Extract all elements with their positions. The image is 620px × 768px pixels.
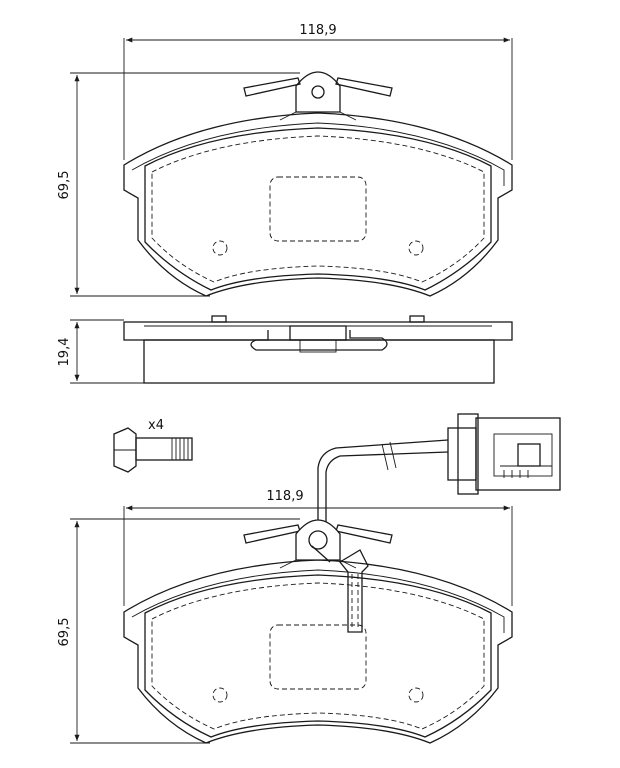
wear-sensor-connector	[317, 413, 561, 540]
top-right-hole	[408, 240, 424, 256]
side-clip-wire	[250, 330, 388, 351]
top-friction-material	[144, 127, 492, 291]
bottom-pad-view: 118,9 69,5	[57, 489, 513, 744]
top-center-recess	[269, 176, 367, 242]
bolt-detail: x4	[113, 418, 193, 473]
side-thickness-label: 19,4	[57, 338, 72, 367]
top-height-label: 69,5	[57, 171, 72, 200]
bolt-quantity-label: x4	[148, 418, 164, 433]
bottom-height-label: 69,5	[57, 618, 72, 647]
top-pad-view: 118,9 69,5	[57, 23, 513, 297]
top-spring-clip	[243, 77, 393, 97]
bottom-center-recess	[269, 624, 367, 690]
side-backing-plate	[123, 321, 513, 341]
bottom-width-label: 118,9	[266, 489, 303, 504]
wear-sensor-probe	[339, 549, 369, 633]
bottom-right-hole	[408, 687, 424, 703]
top-clip-bracket	[295, 71, 341, 113]
bottom-backing-plate	[123, 559, 513, 744]
top-width-label: 118,9	[299, 23, 336, 38]
side-friction-block	[143, 339, 495, 384]
side-pad-view: 19,4	[57, 315, 513, 384]
top-left-hole	[212, 240, 228, 256]
top-backing-plate	[123, 112, 513, 297]
bottom-left-hole	[212, 687, 228, 703]
bottom-clip-bracket	[295, 519, 341, 561]
bottom-friction-material	[144, 574, 492, 738]
